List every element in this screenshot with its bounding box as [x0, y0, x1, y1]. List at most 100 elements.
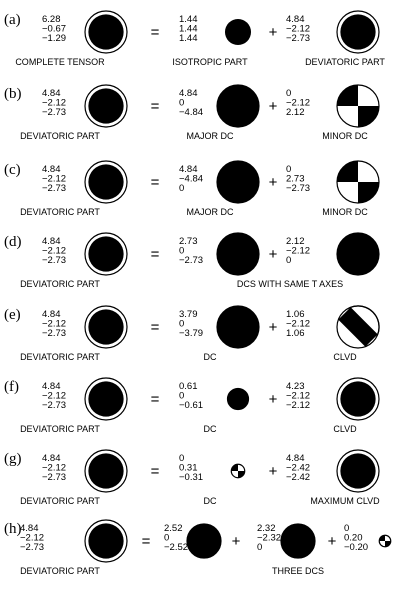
tensor-value: 1.06: [286, 309, 305, 320]
tensor-value: −2.73: [179, 255, 203, 266]
tensor-caption: MAJOR DC: [187, 131, 235, 141]
tensor-value: 1.44: [179, 24, 198, 35]
tensor-value: 3.79: [179, 309, 198, 320]
row-label: (g): [4, 451, 22, 467]
group-caption: DCS WITH SAME T AXES: [237, 279, 343, 289]
tensor-caption: DEVIATORIC PART: [20, 207, 100, 217]
operator-symbol: =: [151, 463, 160, 480]
full-black-ball-icon: [84, 519, 128, 563]
tensor-value: 4.84: [42, 309, 61, 320]
operator-symbol: +: [269, 174, 278, 191]
tensor-value: −2.12: [286, 98, 310, 109]
group-caption: THREE DCS: [272, 566, 324, 576]
operator-symbol: =: [151, 174, 160, 191]
tensor-value: −0.20: [344, 542, 368, 553]
tensor-caption: DEVIATORIC PART: [20, 279, 100, 289]
tensor-value: −2.12: [42, 246, 66, 257]
tensor-value: 0: [344, 523, 349, 534]
tensor-caption: DC: [204, 424, 217, 434]
tensor-value: −2.73: [20, 542, 44, 553]
tensor-group: 2.520−2.52: [164, 523, 222, 559]
tensor-value: 0: [179, 246, 184, 257]
row-label: (d): [4, 234, 22, 250]
tensor-caption: DEVIATORIC PART: [20, 566, 100, 576]
quadrant-beachball-icon: [336, 84, 380, 128]
row-label: (c): [4, 162, 21, 178]
tensor-caption: CLVD: [333, 352, 357, 362]
tensor-caption: DEVIATORIC PART: [20, 496, 100, 506]
operator-symbol: =: [151, 319, 160, 336]
nw-lens-beachball-icon: [280, 523, 316, 559]
clvd-band-beachball-icon: [336, 305, 380, 349]
tensor-value: 2.52: [164, 523, 183, 534]
tensor-value: 4.84: [42, 236, 61, 247]
row-label: (a): [4, 12, 21, 28]
tensor-value: 4.23: [286, 381, 305, 392]
isotropic-blob-icon: [224, 18, 252, 46]
full-black-ball-icon: [84, 160, 128, 204]
tensor-value: −2.73: [42, 328, 66, 339]
full-black-ball-icon: [336, 449, 380, 493]
tensor-value: −2.12: [286, 391, 310, 402]
tensor-group: 2.32−2.320: [257, 523, 316, 559]
tensor-value: −2.42: [286, 472, 310, 483]
tensor-value: 0: [179, 453, 184, 464]
tensor-value: 0: [179, 319, 184, 330]
row-label: (e): [4, 307, 21, 323]
tensor-value: −2.73: [42, 400, 66, 411]
tensor-caption: MAJOR DC: [187, 207, 235, 217]
tensor-caption: CLVD: [333, 424, 357, 434]
full-black-ball-icon: [84, 377, 128, 421]
tensor-value: −2.73: [286, 33, 310, 44]
tensor-value: −2.52: [164, 542, 188, 553]
tensor-value: 1.44: [179, 33, 198, 44]
tensor-value: 4.84: [42, 453, 61, 464]
tensor-value: 0: [286, 255, 291, 266]
tensor-value: −2.42: [286, 463, 310, 474]
operator-symbol: +: [269, 319, 278, 336]
tensor-value: −2.12: [20, 533, 44, 544]
operator-symbol: +: [269, 391, 278, 408]
tensor-value: −2.12: [42, 174, 66, 185]
tensor-value: 2.32: [257, 523, 276, 534]
tensor-caption: ISOTROPIC PART: [172, 57, 248, 67]
tensor-value: −0.67: [42, 24, 66, 35]
tensor-value: 0: [164, 533, 169, 544]
small-ne-lens-beachball-icon: [226, 387, 250, 411]
tensor-value: 6.28: [42, 14, 61, 25]
tensor-value: −2.73: [42, 183, 66, 194]
full-black-ball-icon: [336, 10, 380, 54]
tensor-value: −2.12: [42, 391, 66, 402]
full-black-ball-icon: [84, 10, 128, 54]
tensor-value: −2.12: [42, 98, 66, 109]
operator-symbol: +: [269, 98, 278, 115]
operator-symbol: =: [151, 246, 160, 263]
tensor-value: 4.84: [179, 88, 198, 99]
ne-lens-beachball-icon: [216, 305, 260, 349]
ne-lens-beachball-icon: [186, 523, 222, 559]
row-label: (h): [4, 521, 22, 537]
tensor-value: −4.84: [179, 174, 203, 185]
small-quadrant-beachball-icon: [230, 463, 246, 479]
tensor-caption: MAXIMUM CLVD: [310, 496, 380, 506]
tensor-caption: DEVIATORIC PART: [20, 131, 100, 141]
tensor-value: 0.20: [344, 533, 363, 544]
tensor-value: −2.73: [42, 255, 66, 266]
tensor-value: 4.84: [42, 164, 61, 175]
tensor-group: 2.730−2.73: [179, 232, 260, 276]
